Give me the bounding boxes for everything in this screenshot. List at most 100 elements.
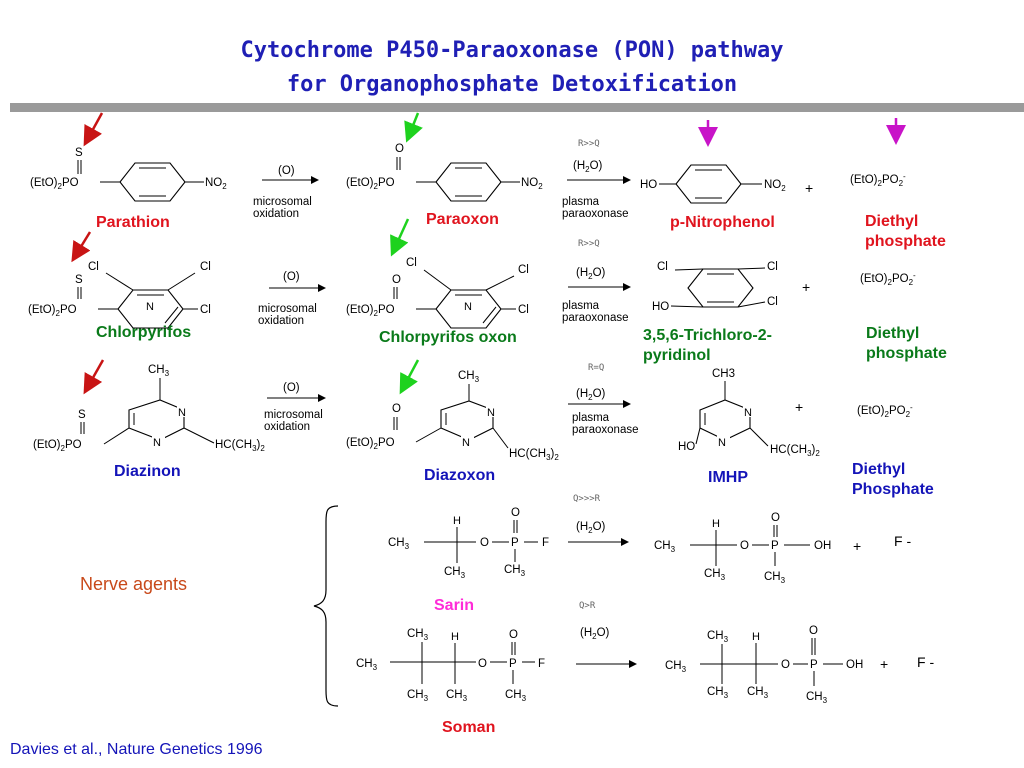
hydrolysis-reagent: (H2O) — [576, 388, 606, 402]
diazinon-label: Diazinon — [114, 463, 181, 480]
diazoxon-structure: CH3 O (EtO)2PO N N HC(CH3)2 — [346, 370, 559, 462]
diethyl-phosphate-formula: (EtO)2PO2- — [860, 271, 916, 287]
thio-sulfur: S — [75, 147, 83, 159]
oxo-oxygen: O — [392, 274, 401, 286]
hydrolysis-label-line-2: paraoxonase — [572, 424, 639, 436]
hydrogen-atom: H — [752, 631, 760, 643]
chlorpyrifos-oxon-label: Chlorpyrifos oxon — [379, 329, 517, 346]
oxo-oxygen: O — [392, 403, 401, 415]
hydroxyl-group: HO — [652, 301, 669, 313]
methyl-group: CH3 — [707, 686, 729, 700]
methyl-group: CH3 — [712, 368, 735, 380]
methyl-group: CH3 — [504, 564, 526, 578]
diethyl-phosphoryl-group: (EtO)2PO — [346, 304, 395, 318]
sarin-structure: CH3 H CH3 O P O F CH3 — [388, 507, 549, 580]
title-divider — [10, 103, 1024, 112]
plus-sign: + — [880, 656, 888, 672]
hydroxyl-group: HO — [678, 441, 695, 453]
trichloropyridinol-label-line-2: pyridinol — [643, 347, 711, 364]
hydrolysis-reagent: (H2O) — [573, 160, 603, 174]
isopropyl-group: HC(CH3)2 — [215, 439, 265, 453]
chloro-group: Cl — [88, 261, 99, 273]
chloro-group: Cl — [767, 296, 778, 308]
trichloropyridinol-label-line-1: 3,5,6-Trichloro-2- — [643, 327, 772, 344]
diethyl-phosphate-label-line-1: Diethyl — [866, 325, 919, 342]
oxo-oxygen: O — [809, 625, 818, 637]
methyl-group: CH3 — [665, 660, 687, 674]
oxidation-label-line-2: oxidation — [253, 208, 299, 220]
methyl-group: CH3 — [654, 540, 676, 554]
methyl-group: CH3 — [407, 689, 429, 703]
chlorpyrifos-structure: S (EtO)2PO N Cl Cl Cl — [28, 261, 211, 329]
phosphorus-atom: P — [771, 540, 779, 552]
ester-oxygen: O — [480, 537, 489, 549]
p-nitrophenol-structure: HO NO2 + — [640, 164, 813, 204]
diazinon-structure: CH3 S (EtO)2PO N N HC(CH3)2 — [33, 364, 265, 453]
hydroxyl-group: OH — [814, 540, 831, 552]
diethyl-phosphoryl-group: (EtO)2PO — [346, 177, 395, 191]
methyl-group: CH3 — [388, 537, 410, 551]
ring-nitrogen: N — [178, 407, 186, 419]
oxidation-label-line-2: oxidation — [264, 421, 310, 433]
diethyl-phosphate-formula: (EtO)2PO2- — [857, 403, 913, 419]
nitro-group: NO2 — [205, 177, 227, 191]
oxidation-label-line-1: microsomal — [253, 196, 312, 208]
ring-nitrogen: N — [487, 407, 495, 419]
toxic-indicator-arrow — [83, 359, 105, 395]
ratio-label: Q>>>R — [573, 494, 601, 504]
phosphorus-atom: P — [511, 537, 519, 549]
diethyl-phosphate-label-line-2: phosphate — [866, 345, 947, 362]
citation: Davies et al., Nature Genetics 1996 — [10, 741, 263, 758]
hydrogen-atom: H — [712, 518, 720, 530]
chloro-group: Cl — [518, 264, 529, 276]
toxic-indicator-arrow — [83, 112, 104, 147]
methyl-group: CH3 — [444, 566, 466, 580]
methyl-group: CH3 — [704, 568, 726, 582]
hydroxyl-group: HO — [640, 179, 657, 191]
diethyl-phosphoryl-group: (EtO)2PO — [30, 177, 79, 191]
paraoxon-label: Paraoxon — [426, 211, 499, 228]
isopropyl-group: HC(CH3)2 — [509, 448, 559, 462]
methyl-group: CH3 — [764, 571, 786, 585]
hydrolysis-reagent: (H2O) — [576, 521, 606, 535]
nitro-group: NO2 — [764, 179, 786, 193]
diethyl-phosphate-label-line-1: Diethyl — [865, 213, 918, 230]
methyl-group: CH3 — [356, 658, 378, 672]
ratio-label: R=Q — [588, 363, 604, 373]
hydrolysis-label-line-1: plasma — [562, 300, 600, 312]
detox-indicator-arrow — [390, 218, 410, 257]
phosphorus-atom: P — [810, 659, 818, 671]
detox-indicator-arrow — [404, 112, 423, 143]
ring-nitrogen: N — [718, 437, 726, 449]
diethyl-phosphate-label-line-2: phosphate — [865, 233, 946, 250]
ring-nitrogen: N — [153, 437, 161, 449]
chlorpyrifos-label: Chlorpyrifos — [96, 324, 191, 341]
soman-structure: CH3 CH3 CH3 H CH3 O P O F CH3 — [356, 628, 545, 703]
trichloropyridinol-structure: Cl Cl Cl HO + — [652, 261, 810, 313]
ratio-label: Q>R — [579, 601, 596, 611]
ester-oxygen: O — [740, 540, 749, 552]
oxidation-reagent: (O) — [278, 165, 295, 177]
oxidation-label-line-2: oxidation — [258, 315, 304, 327]
page-title-line-2: for Organophosphate Detoxification — [286, 72, 738, 97]
oxidation-reagent: (O) — [283, 382, 300, 394]
paraoxon-structure: O (EtO)2PO NO2 — [346, 143, 543, 202]
methyl-group: CH3 — [148, 364, 170, 378]
ratio-label: R>>Q — [578, 139, 600, 149]
fluorine-atom: F — [542, 537, 549, 549]
oxidation-label-line-1: microsomal — [264, 409, 323, 421]
methyl-group: CH3 — [446, 689, 468, 703]
hydrolysis-label-line-2: paraoxonase — [562, 312, 629, 324]
ring-nitrogen: N — [146, 301, 154, 313]
hydrolysis-label-line-2: paraoxonase — [562, 208, 629, 220]
chloro-group: Cl — [200, 304, 211, 316]
methyl-group: CH3 — [806, 691, 828, 705]
fluoride-ion: F - — [917, 654, 934, 670]
toxic-indicator-arrow — [71, 231, 92, 263]
plus-sign: + — [853, 538, 861, 554]
hydrolysis-reagent: (H2O) — [576, 267, 606, 281]
page-title-line-1: Cytochrome P450-Paraoxonase (PON) pathwa… — [240, 38, 784, 63]
ratio-label: R>>Q — [578, 239, 600, 249]
soman-label: Soman — [442, 719, 495, 736]
